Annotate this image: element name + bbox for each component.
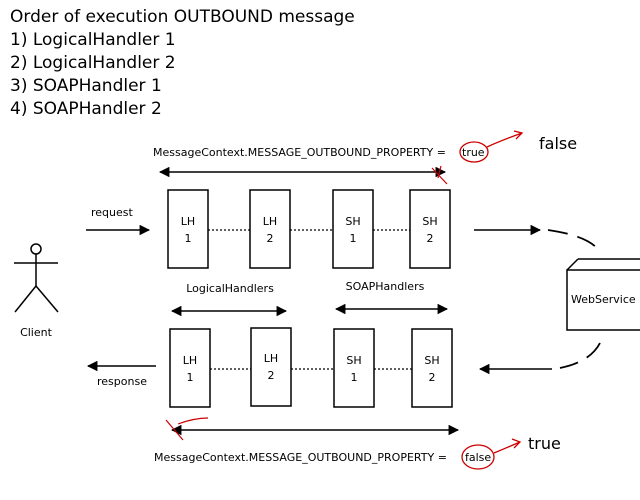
top-handler-lh2 (249, 189, 291, 269)
response-label: response (97, 375, 147, 388)
top-red-arrow (486, 130, 524, 148)
top-handler-lh2-line1: LH (263, 215, 277, 228)
top-property-value: true (462, 146, 485, 159)
step-4: 4) SOAPHandler 2 (10, 99, 162, 119)
bottom-handler-sh1 (333, 328, 375, 408)
top-handler-sh2 (409, 189, 451, 269)
step-1: 1) LogicalHandler 1 (10, 30, 176, 50)
client-actor-icon (14, 243, 59, 313)
bottom-handler-lh1-line2: 1 (187, 371, 194, 384)
top-handler-lh1-line2: 1 (185, 232, 192, 245)
bottom-handler-sh2-line1: SH (424, 354, 439, 367)
top-property-label: MessageContext.MESSAGE_OUTBOUND_PROPERTY… (153, 146, 446, 159)
top-handler-sh1-line2: 1 (350, 232, 357, 245)
bottom-handler-sh1-line2: 1 (351, 371, 358, 384)
bottom-handler-lh2 (250, 327, 292, 407)
diagram-title: Order of execution OUTBOUND message (10, 7, 355, 27)
outbound-curve (547, 229, 601, 253)
step-2: 2) LogicalHandler 2 (10, 53, 176, 73)
inbound-curve (559, 342, 601, 369)
top-handler-sh1-line1: SH (345, 215, 360, 228)
bottom-annotation: true (528, 434, 561, 453)
top-handler-sh1 (332, 189, 374, 269)
top-handler-lh1-line1: LH (181, 215, 195, 228)
top-annotation: false (539, 134, 577, 153)
bottom-handler-sh1-line1: SH (346, 354, 361, 367)
webservice-node (566, 258, 640, 331)
top-red-cross-icon (431, 165, 448, 185)
request-label: request (91, 206, 134, 219)
soap-group-label: SOAPHandlers (346, 280, 425, 293)
bottom-handler-lh1-line1: LH (183, 354, 197, 367)
bottom-handler-lh2-line2: 2 (268, 369, 275, 382)
bottom-red-cross-icon (165, 417, 209, 441)
bottom-handler-lh1 (169, 328, 211, 408)
bottom-value-circle (461, 444, 495, 470)
bottom-handler-lh2-line1: LH (264, 352, 278, 365)
step-3: 3) SOAPHandler 1 (10, 76, 162, 96)
logical-group-label: LogicalHandlers (186, 282, 274, 295)
bottom-handler-sh2 (411, 328, 453, 408)
bottom-handler-sh2-line2: 2 (429, 371, 436, 384)
bottom-property-value: false (465, 451, 491, 464)
top-handler-sh2-line1: SH (422, 215, 437, 228)
top-handler-lh2-line2: 2 (267, 232, 274, 245)
top-handler-lh1 (167, 189, 209, 269)
bottom-property-label: MessageContext.MESSAGE_OUTBOUND_PROPERTY… (154, 451, 447, 464)
webservice-label: WebService (571, 293, 636, 306)
top-value-circle (459, 141, 489, 163)
bottom-red-arrow (493, 438, 522, 454)
top-handler-sh2-line2: 2 (427, 232, 434, 245)
client-label: Client (20, 326, 53, 339)
